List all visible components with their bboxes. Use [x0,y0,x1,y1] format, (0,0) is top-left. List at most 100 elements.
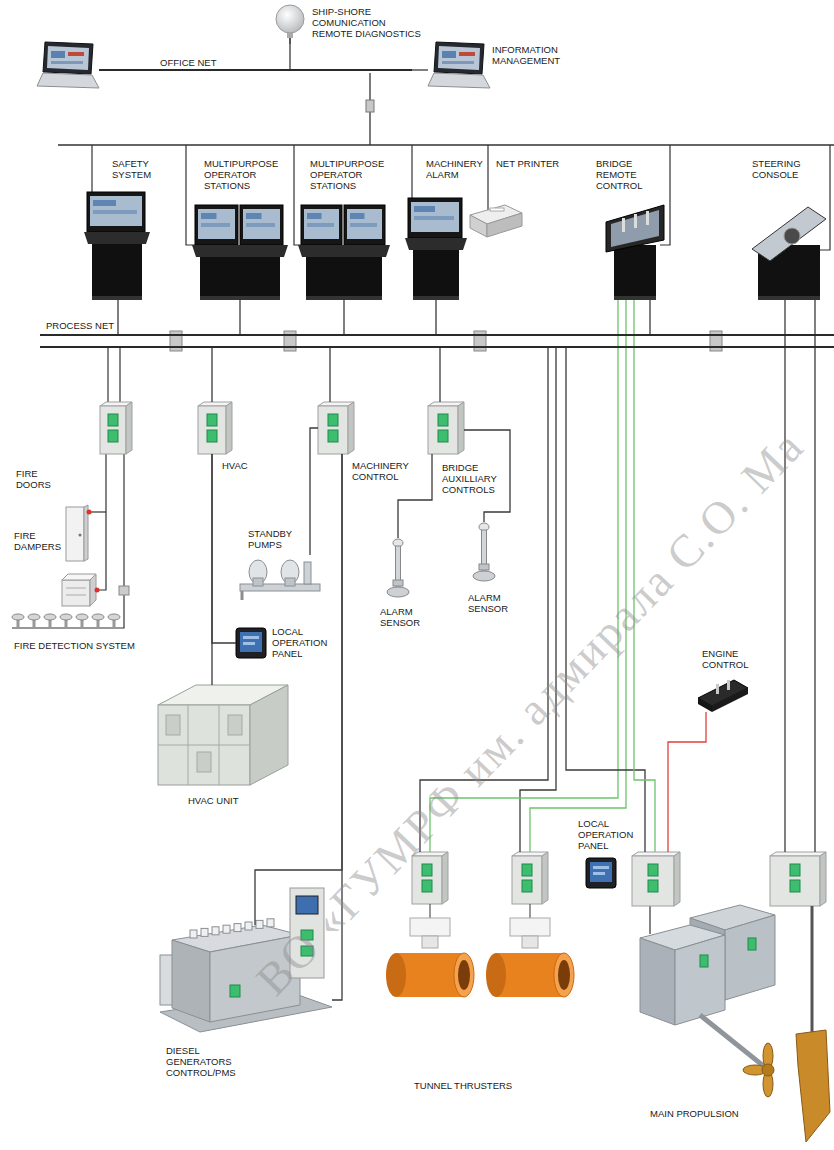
fire-wire [123,454,124,586]
console-plinth [306,296,382,300]
equipment-label: INFORMATION MANAGEMENT [492,44,564,66]
smoke-detector [108,614,120,620]
junction-box [119,586,129,595]
equipment-label: MAIN PROPULSION [650,1108,770,1119]
operator-console: SAFETY SYSTEM [84,192,150,300]
cabinet-side [674,852,680,906]
console-screen [195,205,238,245]
damper-blade [66,595,86,596]
laptop-screen [434,42,484,74]
engine-front [172,940,210,1022]
thruster-motor [510,918,550,936]
console-desk [298,245,390,257]
panel-screen [240,632,262,652]
cabinet-side [126,402,132,454]
signal-line [530,300,626,852]
hvac-vent [166,715,180,735]
signal-line [329,348,330,402]
equipment-label: OFFICE NET [160,57,240,68]
screen-window [442,51,456,58]
cabinet-module [438,430,448,442]
signal-line [520,348,556,852]
console-body [413,250,459,300]
cabinet-module [438,414,448,426]
screen-display [198,209,235,239]
equipment-label: DIESEL GENERATORS CONTROL/PMS [166,1045,240,1078]
signal-line [435,300,436,334]
cabinet-module [790,864,800,876]
console-body [92,244,142,300]
signal-line [212,454,236,643]
cabinet-front [770,856,820,906]
console-screen [87,192,145,232]
equipment-label: TUNNEL THRUSTERS [414,1080,524,1091]
signal-line [343,300,344,334]
pipe [241,591,244,600]
screen-window [414,216,454,220]
operation-panel: LOCAL OPERATION PANEL [586,858,616,888]
laptop-base [428,73,490,88]
wire [429,904,430,918]
smoke-detector [92,614,104,620]
operator-console: MULTIPURPOSE OPERATOR STATIONS [192,205,288,300]
console-desk [192,245,288,257]
console-screen [240,205,283,245]
cabinet-module [422,880,432,892]
console-body [614,245,656,300]
steering-wheel [784,228,800,244]
pump-set: STANDBY PUMPS [236,555,322,601]
screen-window [307,223,334,227]
screen-window [246,223,275,227]
telegraph-front [698,698,712,712]
upper-network-line [58,144,834,145]
screen-window [68,52,84,56]
cylinder-head [267,919,274,927]
operator-panel [586,858,616,888]
fire-door: FIRE DOORS [66,505,88,561]
tunnel-opening [558,960,570,990]
panel-line [243,642,255,645]
smoke-detector [44,614,56,620]
equipment-label: MACHINERY ALARM [426,158,488,180]
control-cabinet: BRIDGE AUXILLIARY CONTROLS [428,402,464,454]
console-desk [84,232,150,244]
cylinder-head [223,925,230,933]
console-link [816,145,830,250]
cabinet-side [348,402,354,454]
operator-panel [236,628,266,658]
console-plinth [614,296,656,300]
cabinet-front [632,856,674,906]
engine-module [230,985,240,997]
control-cabinet: HVAC [198,402,232,454]
cabinet-front [512,856,542,904]
screen-display [243,209,280,239]
tunnel-end [486,953,506,997]
equipment-label: BRIDGE REMOTE CONTROL [596,158,648,191]
equipment-label: ENGINE CONTROL [702,648,758,670]
engine-side [725,915,775,1000]
equipment-label: STANDBY PUMPS [248,528,300,550]
signal-line [439,348,440,402]
sensor-base [473,571,495,581]
cabinet-module [522,880,532,892]
equipment-label: FIRE DAMPERS [14,530,64,552]
hvac-vent [197,752,211,772]
alarm-sensor: ALARM SENSOR [386,538,410,600]
cabinet-front [318,406,348,454]
equipment-label: MULTIPURPOSE OPERATOR STATIONS [310,158,392,191]
printer-side [487,213,522,237]
screen-window [307,213,322,219]
sensor-base [387,587,409,597]
console-body [200,257,280,300]
signal-line [289,44,290,69]
console-screen [344,205,385,245]
tunnel-end [386,953,406,997]
antenna-dome [276,5,304,33]
signal-line [310,428,318,555]
screen-window [459,52,475,56]
cabinet-module [108,414,118,426]
smoke-detector [60,614,72,620]
network-gateway [366,100,374,112]
panel-screen [590,862,612,882]
equipment-label: STEERING CONSOLE [752,158,822,180]
